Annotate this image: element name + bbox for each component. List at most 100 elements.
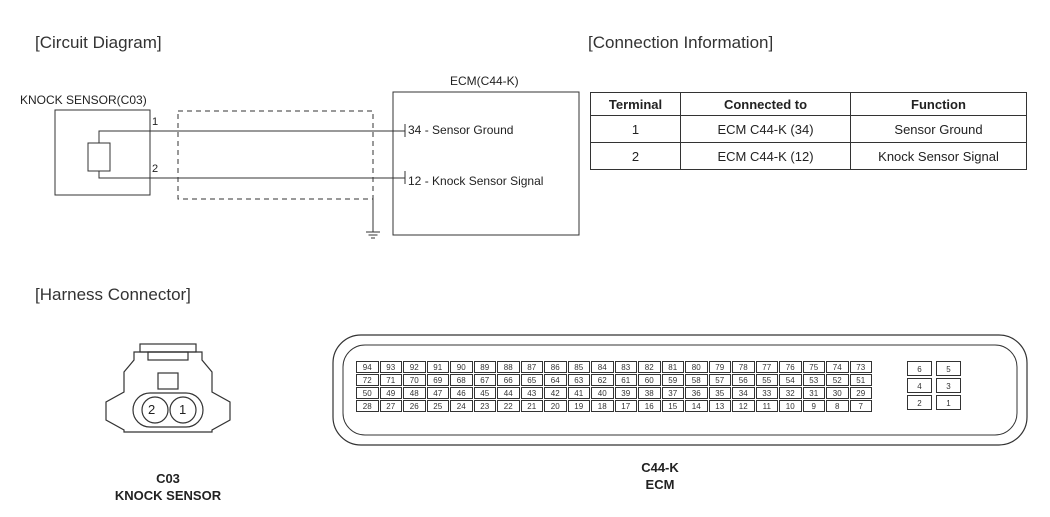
- c44k-pin: 55: [755, 374, 778, 386]
- header-function: Function: [850, 92, 1027, 116]
- c44k-pin: 34: [732, 387, 755, 399]
- cell-connected-to: ECM C44-K (34): [680, 115, 851, 143]
- c44k-pin: 42: [544, 387, 567, 399]
- header-connected-to: Connected to: [680, 92, 851, 116]
- c44k-pin: 30: [826, 387, 849, 399]
- c44k-pin: 74: [826, 361, 849, 373]
- c44k-pin: 77: [755, 361, 778, 373]
- c44k-pin: 82: [638, 361, 661, 373]
- c44k-pin: 32: [779, 387, 802, 399]
- c44k-pin: 87: [520, 361, 543, 373]
- c44k-pin: 61: [614, 374, 637, 386]
- c44k-pin: 62: [591, 374, 614, 386]
- c44k-connector-inner: [342, 344, 1018, 436]
- c44k-pin: 21: [520, 400, 543, 412]
- c44k-pin: 50: [356, 387, 379, 399]
- c44k-pin: 59: [661, 374, 684, 386]
- c44k-pin: 49: [379, 387, 402, 399]
- c44k-pin: 38: [638, 387, 661, 399]
- ecm-pin-function: - Knock Sensor Signal: [424, 174, 544, 188]
- c44k-pin: 53: [802, 374, 825, 386]
- c44k-pin: 16: [638, 400, 661, 412]
- c44k-pin: 64: [544, 374, 567, 386]
- c44k-pin: 57: [708, 374, 731, 386]
- header-terminal: Terminal: [590, 92, 681, 116]
- c44k-pin: 40: [591, 387, 614, 399]
- ecm-pin-function: - Sensor Ground: [424, 123, 514, 137]
- c44k-pin: 23: [473, 400, 496, 412]
- c44k-pin: 79: [708, 361, 731, 373]
- c44k-pin: 86: [544, 361, 567, 373]
- c44k-pin: 48: [403, 387, 426, 399]
- connection-information-title: [Connection Information]: [588, 33, 774, 52]
- shield-dashed-box: [177, 110, 374, 200]
- ecm-pin-number: 34: [408, 123, 422, 137]
- c44k-pin: 10: [779, 400, 802, 412]
- c44k-pin: 15: [661, 400, 684, 412]
- c44k-pin: 85: [567, 361, 590, 373]
- circuit-diagram-title: [Circuit Diagram]: [35, 33, 162, 52]
- c44k-pin: 37: [661, 387, 684, 399]
- c44k-pin: 9: [802, 400, 825, 412]
- c03-connector-drawing: [105, 343, 231, 433]
- c44k-pin: 90: [450, 361, 473, 373]
- c44k-pin: 51: [849, 374, 872, 386]
- c44k-pin: 13: [708, 400, 731, 412]
- c44k-pin: 20: [544, 400, 567, 412]
- c44k-connector-outline: [332, 334, 1028, 446]
- c44k-pin: 8: [826, 400, 849, 412]
- c44k-pin: 78: [732, 361, 755, 373]
- c44k-pin: 45: [473, 387, 496, 399]
- c44k-pin: 4: [907, 378, 932, 393]
- c44k-pin: 41: [567, 387, 590, 399]
- c44k-pin: 43: [520, 387, 543, 399]
- c44k-pin: 69: [426, 374, 449, 386]
- c44k-pin: 2: [907, 395, 932, 410]
- c44k-pin: 76: [779, 361, 802, 373]
- c44k-pin: 47: [426, 387, 449, 399]
- cell-terminal: 1: [590, 115, 681, 143]
- c44k-pin: 3: [936, 378, 961, 393]
- c44k-pin: 25: [426, 400, 449, 412]
- c44k-pin: 52: [826, 374, 849, 386]
- c44k-pin: 5: [936, 361, 961, 376]
- c03-pin-2: 2: [148, 402, 156, 417]
- c44k-pin: 73: [849, 361, 872, 373]
- c44k-pin: 83: [614, 361, 637, 373]
- c03-caption-name: KNOCK SENSOR: [114, 488, 222, 503]
- c44k-caption-name: ECM: [645, 477, 675, 492]
- ground-icon: [366, 231, 380, 239]
- knock-sensor-label: KNOCK SENSOR(C03): [20, 93, 147, 107]
- c44k-pin: 94: [356, 361, 379, 373]
- table-header-row: Terminal Connected to Function: [590, 92, 1027, 116]
- table-row: 1 ECM C44-K (34) Sensor Ground: [590, 115, 1027, 143]
- c44k-caption-id: C44-K: [641, 460, 679, 475]
- c44k-pin: 17: [614, 400, 637, 412]
- c03-caption: C03 KNOCK SENSOR: [88, 470, 248, 504]
- ecm-pin-34: 34 - Sensor Ground: [408, 123, 513, 137]
- c44k-pin: 7: [849, 400, 872, 412]
- cell-function: Sensor Ground: [850, 115, 1027, 143]
- c44k-pin: 68: [450, 374, 473, 386]
- c44k-pin: 18: [591, 400, 614, 412]
- c44k-pin: 27: [379, 400, 402, 412]
- c44k-pin: 31: [802, 387, 825, 399]
- harness-connector-title: [Harness Connector]: [35, 285, 191, 304]
- c44k-pin: 75: [802, 361, 825, 373]
- c44k-pin: 66: [497, 374, 520, 386]
- c03-pin-1: 1: [179, 402, 187, 417]
- connection-table: Terminal Connected to Function 1 ECM C44…: [590, 92, 1027, 170]
- c44k-pin: 91: [426, 361, 449, 373]
- c03-caption-id: C03: [156, 471, 180, 486]
- c44k-pin: 14: [685, 400, 708, 412]
- cell-terminal: 2: [590, 142, 681, 170]
- c44k-pin: 12: [732, 400, 755, 412]
- c44k-pin: 24: [450, 400, 473, 412]
- c44k-pin: 65: [520, 374, 543, 386]
- c44k-pin: 11: [755, 400, 778, 412]
- c44k-pin: 19: [567, 400, 590, 412]
- c44k-pin: 81: [661, 361, 684, 373]
- c44k-pin: 33: [755, 387, 778, 399]
- c44k-pin: 28: [356, 400, 379, 412]
